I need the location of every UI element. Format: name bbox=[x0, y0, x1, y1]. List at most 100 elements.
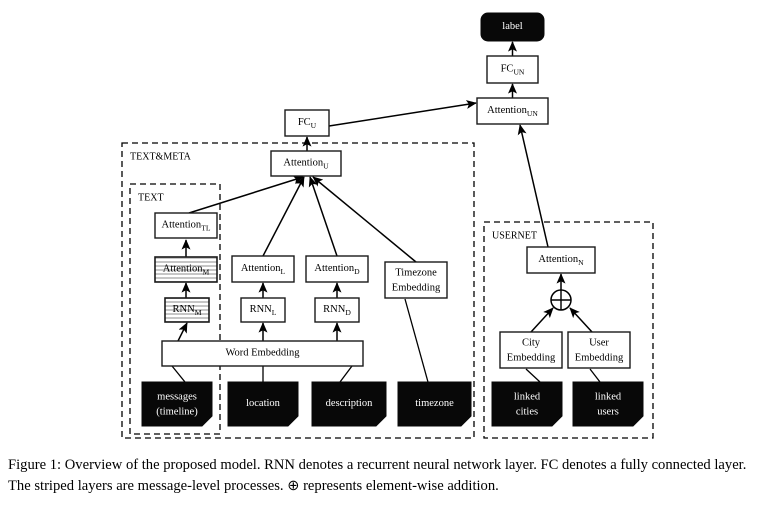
node-label-sub-rnn_d: D bbox=[345, 308, 351, 317]
node-word_emb[interactable]: Word Embedding bbox=[161, 340, 364, 367]
edge-user_emb-to-oplus bbox=[569, 307, 593, 333]
striped-shape-rnn_m bbox=[164, 297, 210, 323]
box-shape-rnn_l bbox=[240, 297, 286, 323]
input-shape-in_messages bbox=[141, 381, 213, 427]
node-label-main-attention_n: Attention bbox=[538, 254, 578, 265]
edge-attention_l-to-attention_u bbox=[262, 176, 305, 257]
node-attention_un[interactable]: AttentionUN bbox=[476, 97, 549, 125]
edge-in_linked_cities-to-city_emb bbox=[525, 368, 541, 383]
group-frame-text bbox=[129, 183, 221, 435]
edge-in_linked_users-to-user_emb bbox=[589, 368, 601, 383]
node-attention_n[interactable]: AttentionN bbox=[526, 246, 596, 274]
node-label-word_emb: Word Embedding bbox=[225, 348, 300, 359]
node-label-in_linked_users-line1: linked bbox=[595, 391, 622, 402]
node-label-main-word_emb: Word Embedding bbox=[225, 348, 300, 359]
input-shape-in_location bbox=[227, 381, 299, 427]
node-label-sub-fc_un: UN bbox=[513, 67, 524, 76]
node-label-attention_l: AttentionL bbox=[241, 263, 286, 275]
node-label-sub-attention_d: D bbox=[354, 267, 360, 276]
node-label-attention_u: AttentionU bbox=[283, 158, 329, 170]
node-label-main-attention_tl: Attention bbox=[162, 220, 202, 231]
node-label-in_linked_cities-line1: linked bbox=[514, 391, 541, 402]
node-attention_u[interactable]: AttentionU bbox=[270, 150, 342, 177]
group-frame-text_meta bbox=[121, 142, 475, 439]
node-label-main-rnn_d: RNN bbox=[323, 304, 346, 315]
node-in_location[interactable]: location bbox=[227, 381, 299, 427]
group-frame-usernet bbox=[483, 221, 654, 439]
box-shape-fc_u bbox=[284, 109, 330, 137]
node-rnn_l[interactable]: RNNL bbox=[240, 297, 286, 323]
group-title-text: TEXT bbox=[138, 192, 164, 203]
node-label-main-attention_un: Attention bbox=[487, 105, 527, 116]
input-shape-in_linked_cities bbox=[491, 381, 563, 427]
terminal-shape-label bbox=[480, 12, 545, 42]
box-shape-attention_tl bbox=[154, 212, 218, 239]
node-rnn_d[interactable]: RNND bbox=[314, 297, 360, 323]
node-label-user_emb-line1: User bbox=[589, 337, 609, 348]
edge-in_messages-to-word_emb bbox=[171, 365, 186, 383]
box-shape-attention_u bbox=[270, 150, 342, 177]
node-label-main-rnn_m: RNN bbox=[173, 304, 196, 315]
node-in_description[interactable]: description bbox=[311, 381, 387, 427]
node-label-main-rnn_l: RNN bbox=[250, 304, 273, 315]
edge-in_timezone-to-timezone_emb bbox=[404, 298, 429, 383]
edge-attention_n-to-attention_un bbox=[517, 124, 549, 248]
box-shape-fc_un bbox=[486, 55, 539, 84]
node-fc_u[interactable]: FCU bbox=[284, 109, 330, 137]
node-in_timezone[interactable]: timezone bbox=[397, 381, 472, 427]
node-label-main-attention_d: Attention bbox=[314, 263, 354, 274]
operators bbox=[550, 289, 572, 311]
node-label-in_messages-line1: messages bbox=[157, 391, 197, 402]
node-rnn_m[interactable]: RNNM bbox=[164, 297, 210, 323]
node-label-attention_m: AttentionM bbox=[163, 264, 210, 276]
edge-in_description-to-word_emb bbox=[339, 365, 353, 383]
node-label-sub-rnn_l: L bbox=[272, 308, 277, 317]
node-label-sub-attention_un: UN bbox=[527, 109, 538, 118]
node-attention_m[interactable]: AttentionM bbox=[154, 256, 218, 283]
node-label-main-label: label bbox=[502, 21, 522, 32]
group-title-text_meta: TEXT&META bbox=[130, 151, 192, 162]
node-label-label: label bbox=[502, 21, 522, 32]
box-shape-attention_n bbox=[526, 246, 596, 274]
edge-attention_tl-to-attention_u bbox=[188, 175, 304, 214]
node-label-sub-attention_u: U bbox=[323, 161, 329, 170]
figure-caption: Figure 1: Overview of the proposed model… bbox=[8, 457, 747, 494]
node-label-rnn_l: RNNL bbox=[250, 304, 277, 316]
node-attention_l[interactable]: AttentionL bbox=[231, 255, 295, 283]
node-in_messages[interactable]: messages(timeline) bbox=[141, 381, 213, 427]
node-attention_tl[interactable]: AttentionTL bbox=[154, 212, 218, 239]
node-label-main-in_location: location bbox=[246, 398, 281, 409]
operator-oplus-icon bbox=[550, 289, 572, 311]
node-label-rnn_m: RNNM bbox=[173, 304, 202, 316]
node-label-rnn_d: RNND bbox=[323, 304, 351, 316]
node-label-in_linked_users-line2: users bbox=[597, 406, 619, 417]
striped-shape-attention_m bbox=[154, 256, 218, 283]
node-label-sub-rnn_m: M bbox=[195, 308, 202, 317]
node-fc_un[interactable]: FCUN bbox=[486, 55, 539, 84]
node-label-in_description: description bbox=[326, 398, 373, 409]
box-shape-attention_un bbox=[476, 97, 549, 125]
node-label-fc_u: FCU bbox=[298, 117, 317, 129]
node-label-main-in_description: description bbox=[326, 398, 373, 409]
box-shape-rnn_d bbox=[314, 297, 360, 323]
node-label-city_emb-line2: Embedding bbox=[507, 352, 556, 363]
node-label-main-attention_m: Attention bbox=[163, 264, 203, 275]
edge-fc_u-to-attention_un bbox=[328, 100, 477, 127]
node-label-user_emb-line2: Embedding bbox=[575, 352, 624, 363]
node-in_linked_users[interactable]: linked users bbox=[572, 381, 644, 427]
node-label-attention_n: AttentionN bbox=[538, 254, 584, 266]
edge-word_emb-to-rnn_m bbox=[177, 322, 188, 342]
node-label-main-fc_un: FC bbox=[501, 64, 514, 75]
box-shape-attention_d bbox=[305, 255, 369, 283]
node-label-sub-attention_n: N bbox=[578, 258, 584, 267]
node-attention_d[interactable]: AttentionD bbox=[305, 255, 369, 283]
edges bbox=[171, 41, 601, 383]
node-label[interactable]: label bbox=[480, 12, 545, 42]
